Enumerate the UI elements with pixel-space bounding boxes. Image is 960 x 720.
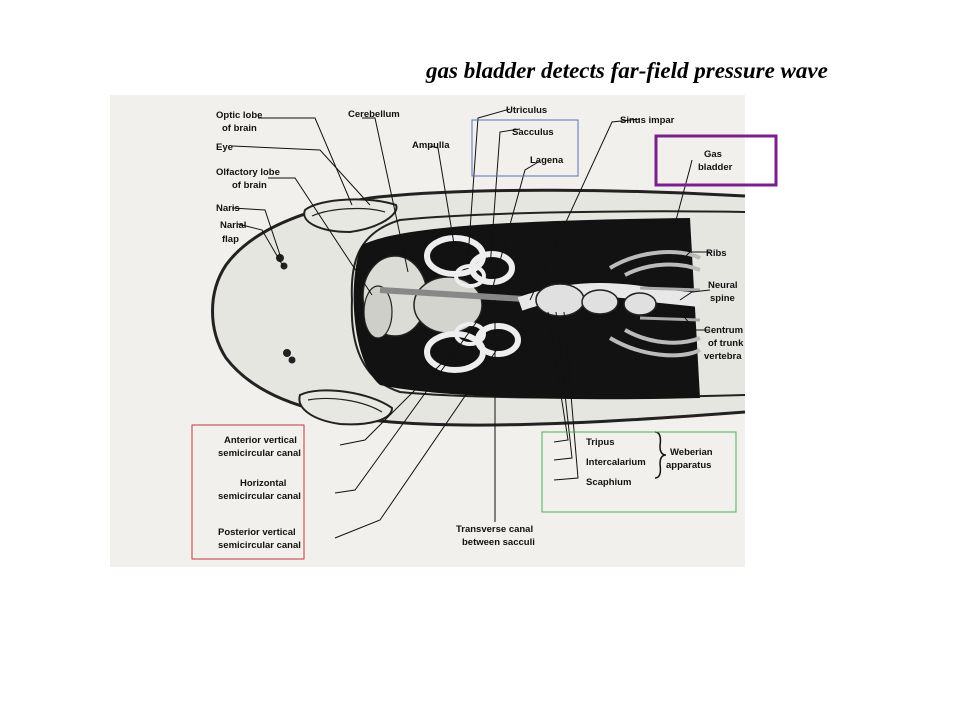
label-intercalarium: Intercalarium [586, 457, 646, 468]
label-ribs: Ribs [706, 248, 727, 259]
label-cerebellum: Cerebellum [348, 109, 400, 120]
label-tripus: Tripus [586, 437, 615, 448]
label-narial-flap-2: flap [222, 234, 239, 245]
label-horizontal-canal-1: Horizontal [240, 478, 286, 489]
label-weberian-2: apparatus [666, 460, 711, 471]
fish-head-drawing [211, 188, 746, 427]
label-lagena: Lagena [530, 155, 564, 166]
label-posterior-canal-2: semicircular canal [218, 540, 301, 551]
weberian-apparatus-highlight-box [541, 431, 737, 513]
gas-bladder-highlight-box [654, 134, 778, 187]
label-centrum-1: Centrum [704, 325, 743, 336]
label-narial-flap-1: Narial [220, 220, 246, 231]
label-olfactory-lobe-1: Olfactory lobe [216, 167, 280, 178]
label-optic-lobe-2: of brain [222, 123, 257, 134]
label-horizontal-canal-2: semicircular canal [218, 491, 301, 502]
slide-title: gas bladder detects far-field pressure w… [426, 58, 828, 83]
label-posterior-canal-1: Posterior vertical [218, 527, 296, 538]
label-sacculus: Sacculus [512, 127, 554, 138]
label-optic-lobe-1: Optic lobe [216, 110, 262, 121]
label-scaphium: Scaphium [586, 477, 631, 488]
label-anterior-canal-2: semicircular canal [218, 448, 301, 459]
semicircular-canals-highlight-box [191, 424, 305, 560]
label-weberian-1: Weberian [670, 447, 713, 458]
label-olfactory-lobe-2: of brain [232, 180, 267, 191]
label-transverse-canal-2: between sacculi [462, 537, 535, 548]
label-gas-bladder-1: Gas [704, 149, 722, 160]
label-neural-spine-2: spine [710, 293, 735, 304]
sacculus-highlight-box [471, 119, 579, 177]
label-transverse-canal-1: Transverse canal [456, 524, 533, 535]
label-ampulla: Ampulla [412, 140, 450, 151]
label-sinus-impar: Sinus impar [620, 115, 675, 126]
label-centrum-2: of trunk [708, 338, 744, 349]
label-naris: Naris [216, 203, 240, 214]
label-eye: Eye [216, 142, 233, 153]
label-neural-spine-1: Neural [708, 280, 738, 291]
label-centrum-3: vertebra [704, 351, 742, 362]
diagram-labels: Optic lobe of brain Eye Olfactory lobe o… [216, 105, 744, 551]
leader-lines [231, 108, 711, 539]
label-utriculus: Utriculus [506, 105, 547, 116]
label-gas-bladder-2: bladder [698, 162, 733, 173]
label-anterior-canal-1: Anterior vertical [224, 435, 297, 446]
